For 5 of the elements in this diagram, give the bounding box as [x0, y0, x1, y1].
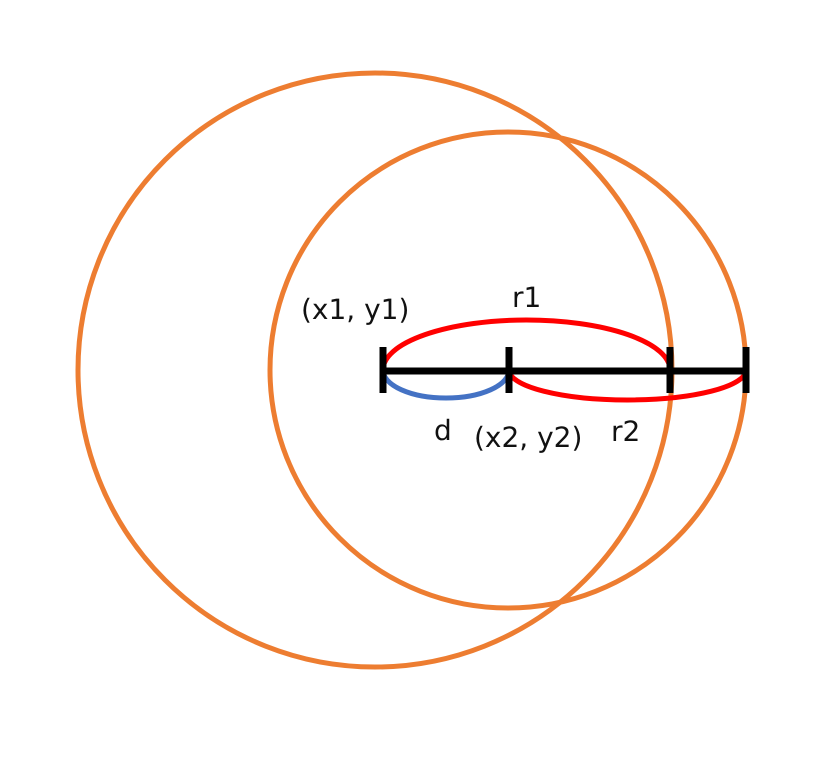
dimension-label: r1 [512, 284, 542, 312]
dimension-label: d [434, 417, 452, 445]
point-label: (x1, y1) [301, 296, 410, 324]
dimension-label: r2 [611, 418, 640, 446]
point-label: (x2, y2) [474, 424, 582, 452]
